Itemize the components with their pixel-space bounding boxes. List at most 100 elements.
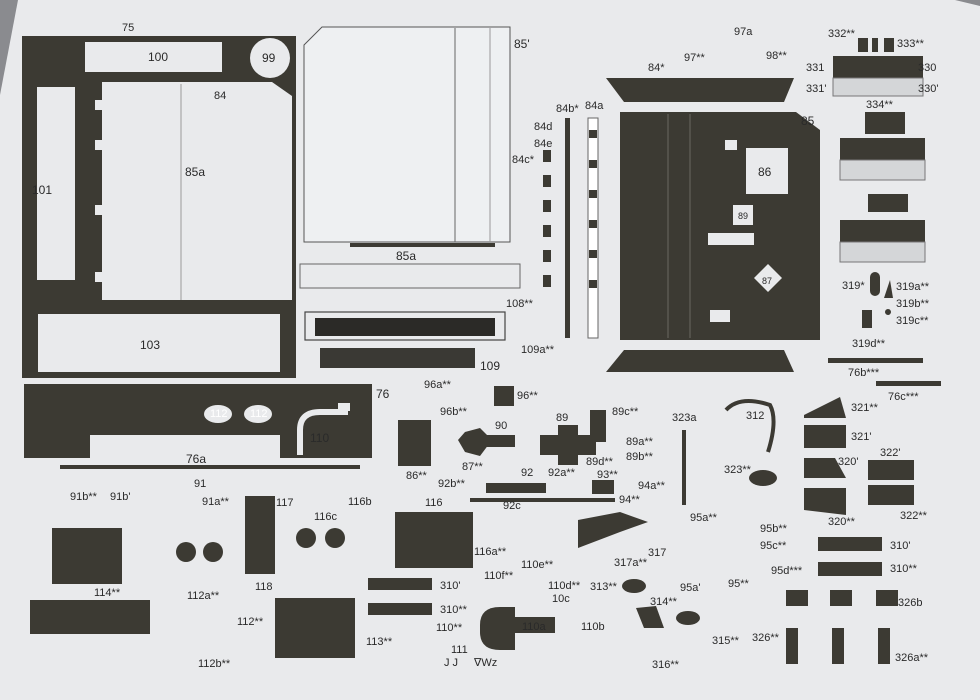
label-118: 118 <box>255 581 273 593</box>
label-110f: 110f** <box>484 570 514 582</box>
part-326-b <box>830 590 852 606</box>
part-320 <box>804 488 846 515</box>
part-85-hull <box>620 112 820 340</box>
part-92c-strip <box>470 498 615 502</box>
part-314 <box>636 606 664 628</box>
label-326a: 326a** <box>895 652 929 664</box>
label-84e: 84e <box>534 138 553 150</box>
label-113: 113** <box>366 636 393 648</box>
part-113 <box>275 598 355 658</box>
part-320prime <box>804 458 846 478</box>
label-331prime: 331' <box>806 83 827 95</box>
label-320: 320** <box>828 516 855 528</box>
label-110d: 110d** <box>548 580 581 592</box>
part-76c <box>876 381 941 386</box>
parts-330-334 <box>832 38 926 263</box>
part-84c-pieces <box>543 130 597 288</box>
part-85a-strip <box>299 263 521 289</box>
label-95aprime: 95a' <box>680 582 701 594</box>
part-96 <box>494 386 514 406</box>
label-110e: 110e** <box>521 559 554 571</box>
label-116: 116 <box>425 497 443 509</box>
part-85a-dark-fill <box>315 318 495 336</box>
part-86b <box>398 420 431 466</box>
label-95: 95** <box>728 578 749 590</box>
label-90: 90 <box>495 420 508 432</box>
part-76a-strip <box>60 465 360 469</box>
label-101: 101 <box>32 183 53 197</box>
label-112a: 112a** <box>187 590 220 602</box>
part-85prime <box>303 26 511 247</box>
part-89c <box>590 410 606 442</box>
label-319star: 319* <box>842 280 865 292</box>
label-323: 323** <box>724 464 751 476</box>
part-110-cap <box>480 607 515 650</box>
part-326-strip-b <box>832 628 844 664</box>
label-330: 330 <box>918 62 937 74</box>
label-108: 108** <box>506 298 533 310</box>
part-317 <box>578 512 648 548</box>
label-317: 317 <box>648 547 667 559</box>
label-109a: 109a** <box>521 344 555 356</box>
label-95d: 95d*** <box>771 565 803 577</box>
label-89a: 89a** <box>626 436 653 448</box>
label-76c: 76c*** <box>888 391 919 403</box>
label-110a: 110a <box>522 621 546 633</box>
part-321 <box>804 397 846 418</box>
part-321prime <box>804 425 846 448</box>
part-118 <box>245 496 275 574</box>
label-116c: 116c <box>314 511 338 523</box>
label-91: 91 <box>194 478 207 490</box>
label-84a: 84a <box>585 100 604 112</box>
part-85a-box <box>304 311 506 341</box>
label-94a: 94a** <box>638 480 665 492</box>
part-90 <box>480 435 515 447</box>
label-317a: 317a** <box>614 557 648 569</box>
label-94: 94** <box>619 494 640 506</box>
label-319b: 319b** <box>896 298 930 310</box>
label-92: 92 <box>521 467 534 479</box>
label-310: 310** <box>440 604 467 616</box>
label-85: 85 <box>801 114 815 128</box>
label-85a: 85a <box>185 165 206 179</box>
label-323a: 323a <box>672 412 697 424</box>
part-84star <box>606 78 794 102</box>
label-112: 112** <box>237 616 264 628</box>
part-310 <box>368 603 432 615</box>
part-326b <box>876 590 898 606</box>
label-75: 75 <box>122 22 135 34</box>
label-84d: 84d <box>534 121 553 133</box>
label-93: 93** <box>597 469 618 481</box>
label-326: 326** <box>752 632 779 644</box>
label-320prime: 320' <box>838 456 859 468</box>
label-96: 96** <box>517 390 538 402</box>
label-95a: 95a** <box>690 512 717 524</box>
label-76: 76 <box>376 387 390 401</box>
label-96b: 96b** <box>440 406 467 418</box>
label-333: 333** <box>897 38 924 50</box>
label-84bstar: 84b* <box>556 103 579 115</box>
label-112b: 112b** <box>198 658 231 670</box>
part-75-frame <box>22 36 296 378</box>
part-312 <box>724 399 776 453</box>
label-322: 322** <box>900 510 927 522</box>
label-103: 103 <box>140 338 161 352</box>
label-110: 110 <box>310 431 330 445</box>
part-323 <box>749 470 777 486</box>
label-10c: 10c <box>552 593 570 605</box>
label-89-small: 89 <box>738 211 749 221</box>
label-117: 117 <box>276 497 294 509</box>
label-310-right: 310** <box>890 563 917 575</box>
label-91a: 91a** <box>202 496 229 508</box>
part-109-mesh <box>320 348 475 368</box>
label-326b: 326b <box>898 597 923 609</box>
label-89: 89 <box>556 412 569 424</box>
part-116 <box>395 512 473 568</box>
label-319a: 319a** <box>896 281 930 293</box>
label-332: 332** <box>828 28 855 40</box>
label-116b: 116b <box>348 496 372 508</box>
part-326-a <box>786 590 808 606</box>
label-100: 100 <box>148 50 169 64</box>
label-110-lower: 110** <box>436 622 463 634</box>
label-92b: 92b** <box>438 478 465 490</box>
